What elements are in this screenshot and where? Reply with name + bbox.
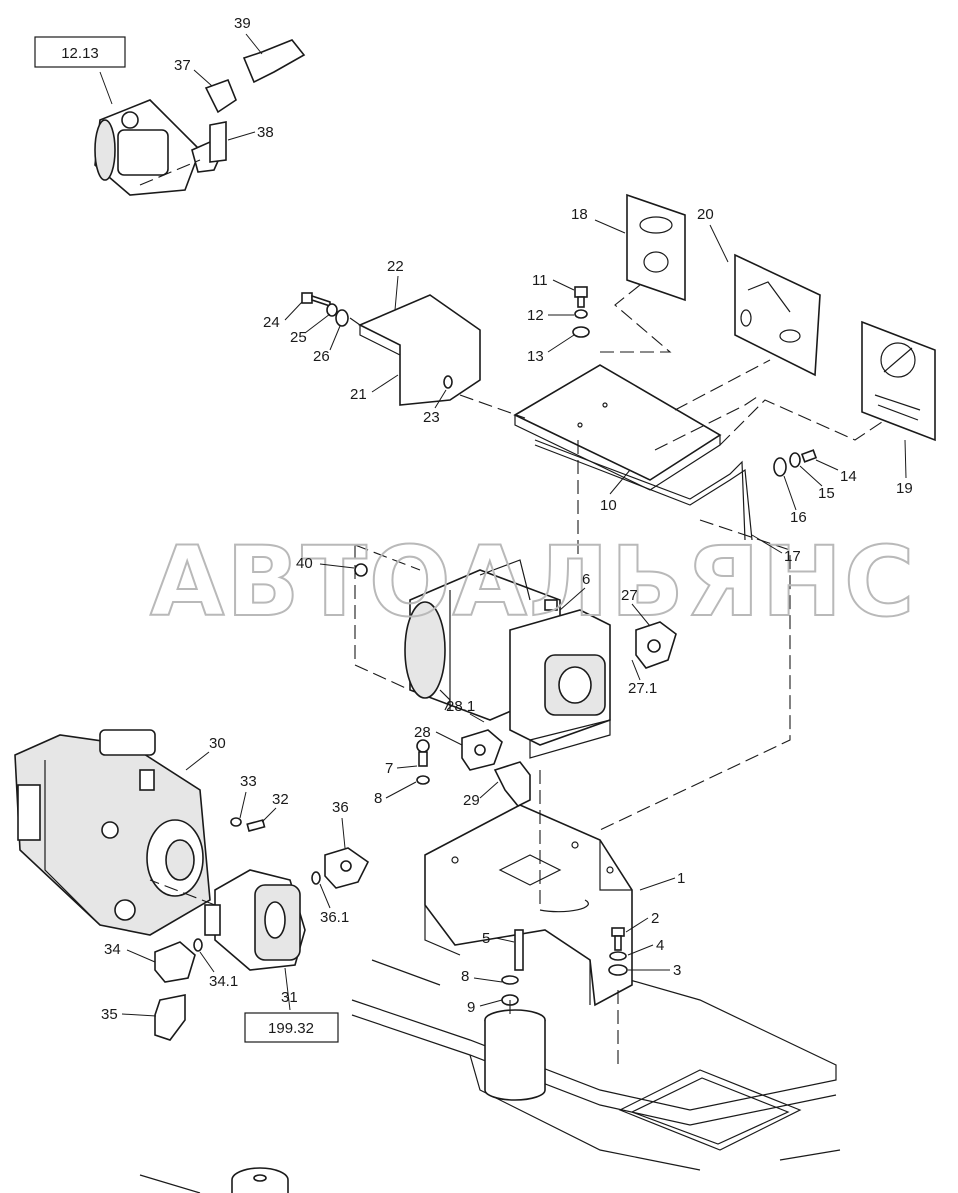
- callout-37: 37: [174, 57, 191, 74]
- callout-32: 32: [272, 791, 289, 808]
- left-fittings: [154, 817, 370, 1041]
- callout-22: 22: [387, 258, 404, 275]
- callout-10: 10: [600, 497, 617, 514]
- ref-box-199-32[interactable]: 199.32: [244, 1012, 339, 1043]
- right-fasteners: [773, 449, 818, 477]
- top-fasteners: [572, 286, 590, 338]
- decal-18: [626, 193, 686, 302]
- callout-20: 20: [697, 206, 714, 223]
- callout-2: 2: [651, 910, 659, 927]
- hydraulic-pump-30: [14, 729, 211, 936]
- base-frame: [139, 959, 841, 1193]
- callout-40: 40: [296, 555, 313, 572]
- svg-text:199.32: 199.32: [268, 1020, 314, 1037]
- tube: [534, 439, 753, 541]
- callout-7: 7: [385, 760, 393, 777]
- cover-fasteners: [301, 292, 349, 327]
- callout-34-1: 34.1: [209, 973, 238, 990]
- callout-3: 3: [673, 962, 681, 979]
- callout-18: 18: [571, 206, 588, 223]
- callouts: 1 2 3 4 5 6 7 8 8 9 10 11 12 13 14 15 16…: [101, 15, 913, 1023]
- filter-canister: [484, 1009, 546, 1101]
- watermark: АВТОАЛЬЯНС: [150, 526, 916, 638]
- callout-8a: 8: [374, 790, 382, 807]
- assembly-lines: [139, 159, 886, 1070]
- callout-8b: 8: [461, 968, 469, 985]
- callout-28-1: 28.1: [446, 698, 475, 715]
- callout-13: 13: [527, 348, 544, 365]
- callout-23: 23: [423, 409, 440, 426]
- callout-4: 4: [656, 937, 664, 954]
- cover-plate: [358, 294, 481, 406]
- callout-29: 29: [463, 792, 480, 809]
- decal-20: [734, 253, 821, 377]
- callout-34: 34: [104, 941, 121, 958]
- support-bracket: [424, 804, 633, 1007]
- motor-fittings: [354, 563, 677, 808]
- top-left-pump: [94, 39, 306, 196]
- bracket-fasteners: [501, 927, 628, 1006]
- svg-text:12.13: 12.13: [61, 45, 99, 62]
- callout-21: 21: [350, 386, 367, 403]
- callout-12: 12: [527, 307, 544, 324]
- callout-26: 26: [313, 348, 330, 365]
- callout-11: 11: [532, 272, 548, 289]
- callout-5: 5: [482, 930, 490, 947]
- lower-cap: [231, 1167, 289, 1193]
- callout-39: 39: [234, 15, 251, 32]
- callout-30: 30: [209, 735, 226, 752]
- callout-27: 27: [621, 587, 638, 604]
- callout-28: 28: [414, 724, 431, 741]
- callout-9: 9: [467, 999, 475, 1016]
- callout-17: 17: [784, 548, 801, 565]
- gear-pump-31: [204, 869, 306, 971]
- callout-14: 14: [840, 468, 857, 485]
- callout-16: 16: [790, 509, 807, 526]
- callout-38: 38: [257, 124, 274, 141]
- callout-1: 1: [677, 870, 685, 887]
- callout-33: 33: [240, 773, 257, 790]
- callout-36-1: 36.1: [320, 909, 349, 926]
- callout-19: 19: [896, 480, 913, 497]
- callout-31: 31: [281, 989, 298, 1006]
- callout-36: 36: [332, 799, 349, 816]
- callout-27-1: 27.1: [628, 680, 657, 697]
- callout-15: 15: [818, 485, 835, 502]
- callout-24: 24: [263, 314, 280, 331]
- motor-pump-unit: [404, 559, 611, 759]
- ref-box-12-13[interactable]: 12.13: [34, 36, 126, 68]
- callout-35: 35: [101, 1006, 118, 1023]
- callout-25: 25: [290, 329, 307, 346]
- decal-19: [861, 320, 936, 442]
- callout-6: 6: [582, 571, 590, 588]
